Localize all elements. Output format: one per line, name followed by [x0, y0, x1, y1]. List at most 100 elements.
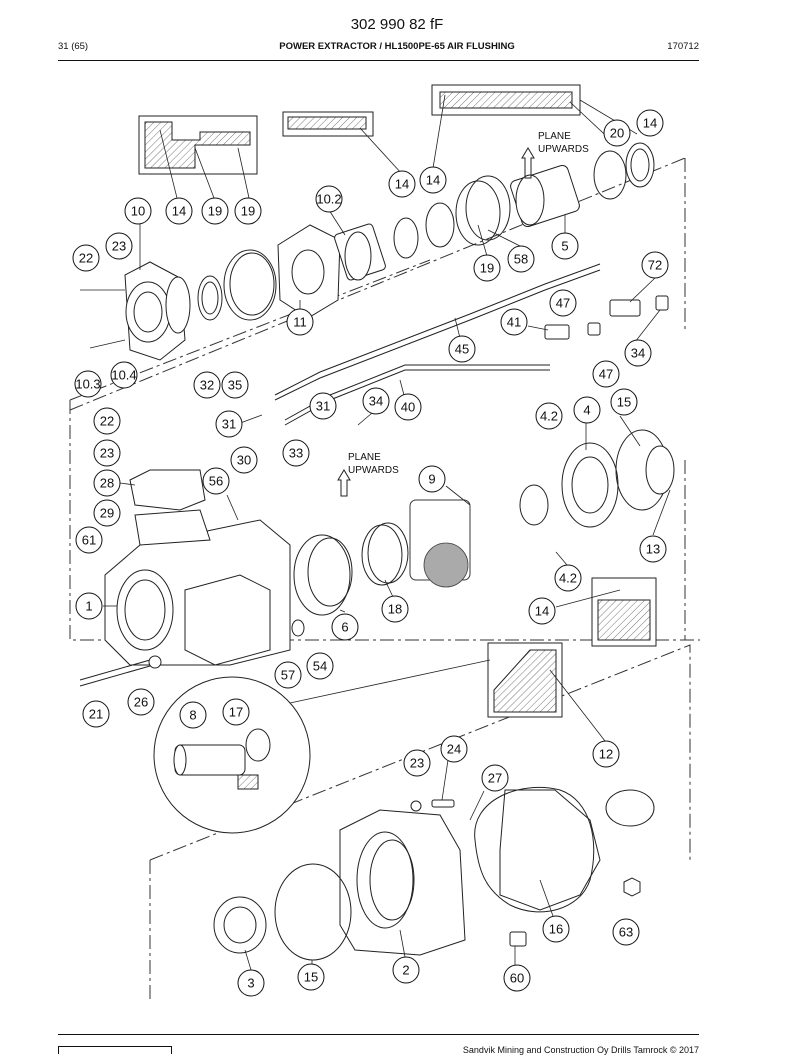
- svg-text:23: 23: [100, 446, 114, 461]
- callout: 4.2: [535, 402, 563, 430]
- svg-text:20: 20: [610, 126, 624, 141]
- callout: 34: [624, 339, 652, 367]
- callout: 35: [221, 371, 249, 399]
- callout: 8: [179, 701, 207, 729]
- callout: 45: [448, 335, 476, 363]
- svg-text:33: 33: [289, 446, 303, 461]
- callout: 3: [237, 969, 265, 997]
- assembly-boundaries: [69, 157, 700, 1000]
- callout: 47: [592, 360, 620, 388]
- svg-text:1: 1: [85, 599, 92, 614]
- callout: 24: [440, 735, 468, 763]
- svg-text:54: 54: [313, 659, 327, 674]
- callout: 19: [201, 197, 229, 225]
- svg-text:47: 47: [556, 296, 570, 311]
- svg-text:14: 14: [395, 177, 409, 192]
- callout: 23: [105, 232, 133, 260]
- svg-text:29: 29: [100, 506, 114, 521]
- callout: 27: [481, 764, 509, 792]
- svg-text:30: 30: [237, 453, 251, 468]
- svg-text:40: 40: [401, 400, 415, 415]
- document-title: POWER EXTRACTOR / HL1500PE-65 AIR FLUSHI…: [279, 41, 515, 52]
- svg-text:60: 60: [510, 971, 524, 986]
- svg-text:15: 15: [617, 395, 631, 410]
- callout: 10.3: [74, 370, 102, 398]
- callout: 63: [612, 918, 640, 946]
- callout: 60: [503, 964, 531, 992]
- callout: 33: [282, 439, 310, 467]
- upper-shaft-parts: [80, 142, 669, 426]
- svg-text:4: 4: [583, 403, 590, 418]
- svg-text:12: 12: [599, 747, 613, 762]
- svg-text:19: 19: [480, 261, 494, 276]
- svg-text:22: 22: [100, 414, 114, 429]
- callout: 57: [274, 661, 302, 689]
- svg-text:56: 56: [209, 474, 223, 489]
- callout: 31: [215, 410, 243, 438]
- callout: 1: [75, 592, 103, 620]
- callout: 14: [419, 166, 447, 194]
- svg-text:5: 5: [561, 239, 568, 254]
- svg-text:3: 3: [247, 976, 254, 991]
- note-line-2: UPWARDS: [538, 144, 589, 155]
- callout: 40: [394, 393, 422, 421]
- svg-text:4.2: 4.2: [559, 571, 577, 586]
- callout: 17: [222, 698, 250, 726]
- callout: 19: [234, 197, 262, 225]
- callout-bubbles: 14 20 14 14 10.2 10 14 19 19 5 23 22 19 …: [72, 109, 669, 997]
- note-line-1: PLANE: [348, 452, 381, 463]
- note-line-1: PLANE: [538, 131, 571, 142]
- svg-text:27: 27: [488, 771, 502, 786]
- svg-text:13: 13: [646, 542, 660, 557]
- callout: 10: [124, 197, 152, 225]
- lower-housing-parts: [213, 786, 655, 961]
- callout: 23: [93, 439, 121, 467]
- callout: 61: [75, 526, 103, 554]
- note-line-2: UPWARDS: [348, 465, 399, 476]
- callout: 31: [309, 392, 337, 420]
- svg-text:21: 21: [89, 707, 103, 722]
- svg-text:31: 31: [316, 399, 330, 414]
- callout: 11: [286, 308, 314, 336]
- svg-text:14: 14: [172, 204, 186, 219]
- svg-text:9: 9: [428, 472, 435, 487]
- seal-detail-boxes: [138, 84, 657, 718]
- svg-text:4.2: 4.2: [540, 409, 558, 424]
- svg-text:15: 15: [304, 970, 318, 985]
- brand-logo: [58, 1046, 172, 1054]
- callout: 29: [93, 499, 121, 527]
- svg-text:32: 32: [200, 378, 214, 393]
- callout: 6: [331, 613, 359, 641]
- svg-text:10: 10: [131, 204, 145, 219]
- svg-text:45: 45: [455, 342, 469, 357]
- callout: 19: [473, 254, 501, 282]
- document-number: 302 990 82 fF: [350, 16, 444, 33]
- svg-text:8: 8: [189, 708, 196, 723]
- svg-text:63: 63: [619, 925, 633, 940]
- svg-text:19: 19: [208, 204, 222, 219]
- callout: 10.2: [315, 185, 343, 213]
- callout: 15: [297, 963, 325, 991]
- callout: 58: [507, 245, 535, 273]
- callout: 14: [528, 597, 556, 625]
- svg-text:6: 6: [341, 620, 348, 635]
- callout: 4.2: [554, 564, 582, 592]
- svg-text:34: 34: [631, 346, 645, 361]
- svg-text:41: 41: [507, 315, 521, 330]
- footer-rule: [58, 1034, 699, 1035]
- callout: 2: [392, 956, 420, 984]
- svg-text:19: 19: [241, 204, 255, 219]
- svg-text:31: 31: [222, 417, 236, 432]
- callout: 28: [93, 469, 121, 497]
- svg-text:10.2: 10.2: [316, 192, 341, 207]
- callout: 47: [549, 289, 577, 317]
- callout: 34: [362, 387, 390, 415]
- svg-text:24: 24: [447, 742, 461, 757]
- svg-text:10.4: 10.4: [111, 368, 136, 383]
- svg-text:47: 47: [599, 367, 613, 382]
- callout: 16: [542, 915, 570, 943]
- callout: 14: [165, 197, 193, 225]
- plane-upwards-note-mid: PLANE UPWARDS: [337, 452, 399, 497]
- callout: 26: [127, 688, 155, 716]
- callout: 10.4: [110, 361, 138, 389]
